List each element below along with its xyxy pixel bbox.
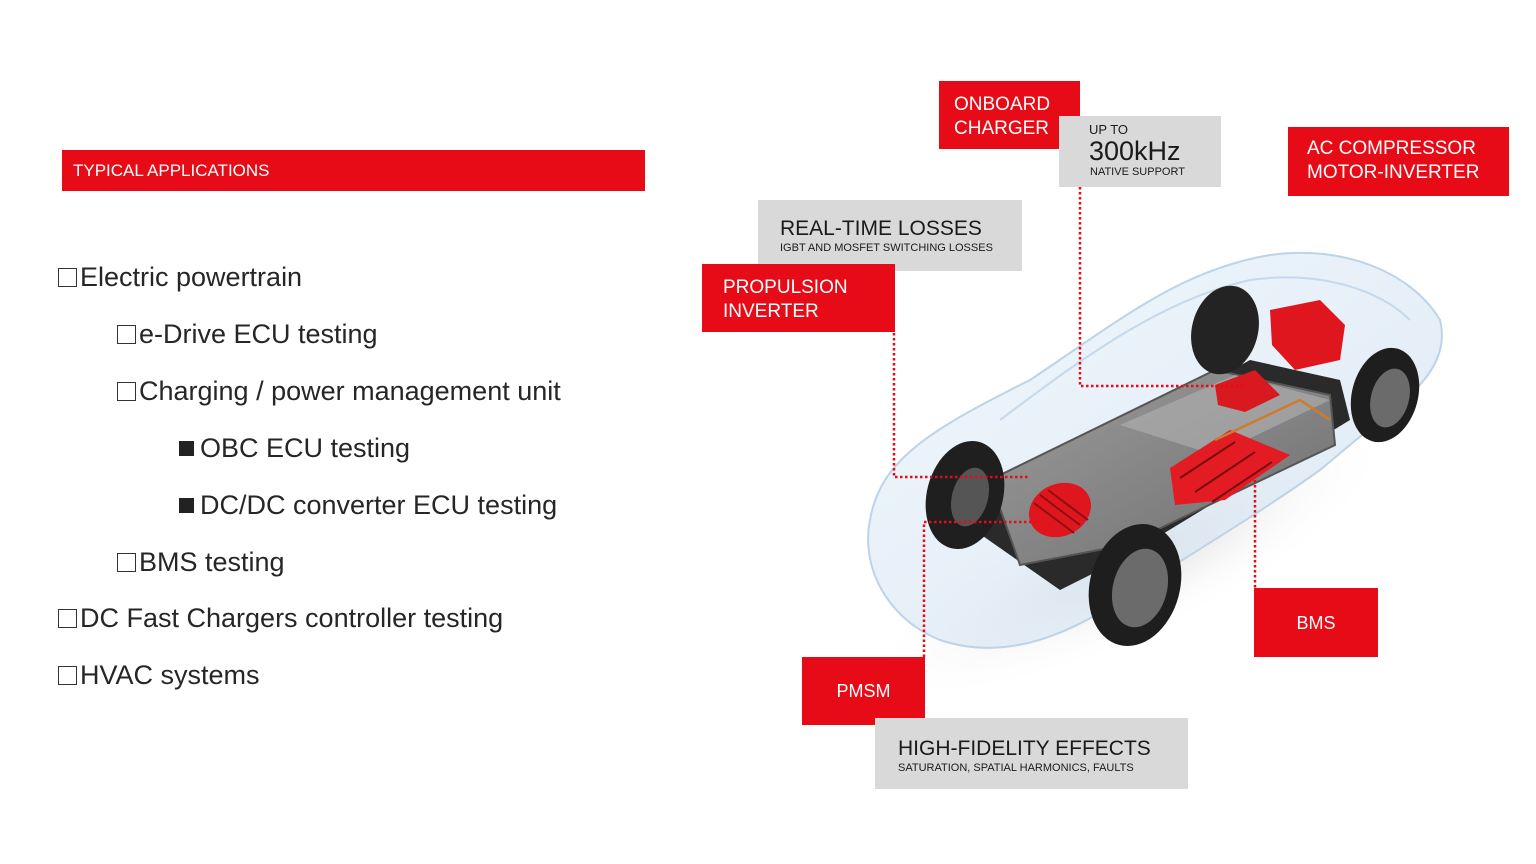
frequency-prefix: UP TO	[1089, 122, 1129, 137]
filled-square-bullet-icon	[179, 441, 194, 456]
propulsion-inverter-label: PROPULSION INVERTER	[702, 264, 895, 332]
list-item: OBC ECU testing	[179, 433, 410, 464]
pmsm-label: PMSM	[802, 657, 925, 725]
open-square-bullet-icon	[58, 666, 77, 685]
real-time-losses-callout: REAL-TIME LOSSES IGBT AND MOSFET SWITCHI…	[758, 200, 1022, 271]
open-square-bullet-icon	[117, 553, 136, 572]
frequency-suffix: NATIVE SUPPORT	[1090, 166, 1185, 178]
onboard-charger-line1: ONBOARD	[954, 94, 1051, 115]
open-square-bullet-icon	[117, 382, 136, 401]
open-square-bullet-icon	[117, 325, 136, 344]
propulsion-inverter-line2: INVERTER	[723, 301, 819, 322]
list-item: Electric powertrain	[58, 262, 302, 293]
frequency-value: 300kHz	[1089, 136, 1181, 166]
ev-diagram	[690, 60, 1536, 820]
section-title: TYPICAL APPLICATIONS	[73, 160, 270, 180]
list-item: HVAC systems	[58, 660, 260, 691]
onboard-charger-label: ONBOARD CHARGER	[939, 81, 1080, 149]
ev-chassis-illustration	[865, 187, 1443, 703]
real-time-losses-title: REAL-TIME LOSSES	[780, 217, 982, 240]
list-item-label: Electric powertrain	[80, 262, 303, 292]
list-item-label: DC/DC converter ECU testing	[200, 490, 558, 520]
bms-label: BMS	[1254, 588, 1378, 657]
list-item: e-Drive ECU testing	[117, 319, 378, 350]
list-item-label: e-Drive ECU testing	[139, 319, 378, 349]
list-item-label: DC Fast Chargers controller testing	[80, 603, 504, 633]
open-square-bullet-icon	[58, 268, 77, 287]
onboard-charger-line2: CHARGER	[954, 118, 1050, 139]
open-square-bullet-icon	[58, 609, 77, 628]
list-item-label: OBC ECU testing	[200, 433, 411, 463]
pmsm-label-text: PMSM	[836, 681, 891, 701]
list-item-label: BMS testing	[139, 547, 285, 577]
propulsion-inverter-line1: PROPULSION	[723, 277, 848, 298]
ac-compressor-line1: AC COMPRESSOR	[1307, 138, 1476, 159]
list-item: DC Fast Chargers controller testing	[58, 603, 503, 634]
ac-compressor-label: AC COMPRESSOR MOTOR-INVERTER	[1288, 127, 1509, 196]
frequency-callout: UP TO 300kHz NATIVE SUPPORT	[1059, 116, 1221, 187]
section-header-bar: TYPICAL APPLICATIONS	[62, 150, 645, 191]
filled-square-bullet-icon	[179, 498, 194, 513]
high-fidelity-callout: HIGH-FIDELITY EFFECTS SATURATION, SPATIA…	[875, 718, 1188, 789]
high-fidelity-title: HIGH-FIDELITY EFFECTS	[898, 737, 1151, 760]
real-time-losses-subtitle: IGBT AND MOSFET SWITCHING LOSSES	[780, 242, 993, 254]
list-item: BMS testing	[117, 547, 285, 578]
list-item: Charging / power management unit	[117, 376, 561, 407]
ac-compressor-line2: MOTOR-INVERTER	[1307, 162, 1480, 183]
list-item: DC/DC converter ECU testing	[179, 490, 557, 521]
high-fidelity-subtitle: SATURATION, SPATIAL HARMONICS, FAULTS	[898, 762, 1134, 774]
list-item-label: Charging / power management unit	[139, 376, 561, 406]
bms-label-text: BMS	[1296, 612, 1336, 633]
list-item-label: HVAC systems	[80, 660, 260, 690]
